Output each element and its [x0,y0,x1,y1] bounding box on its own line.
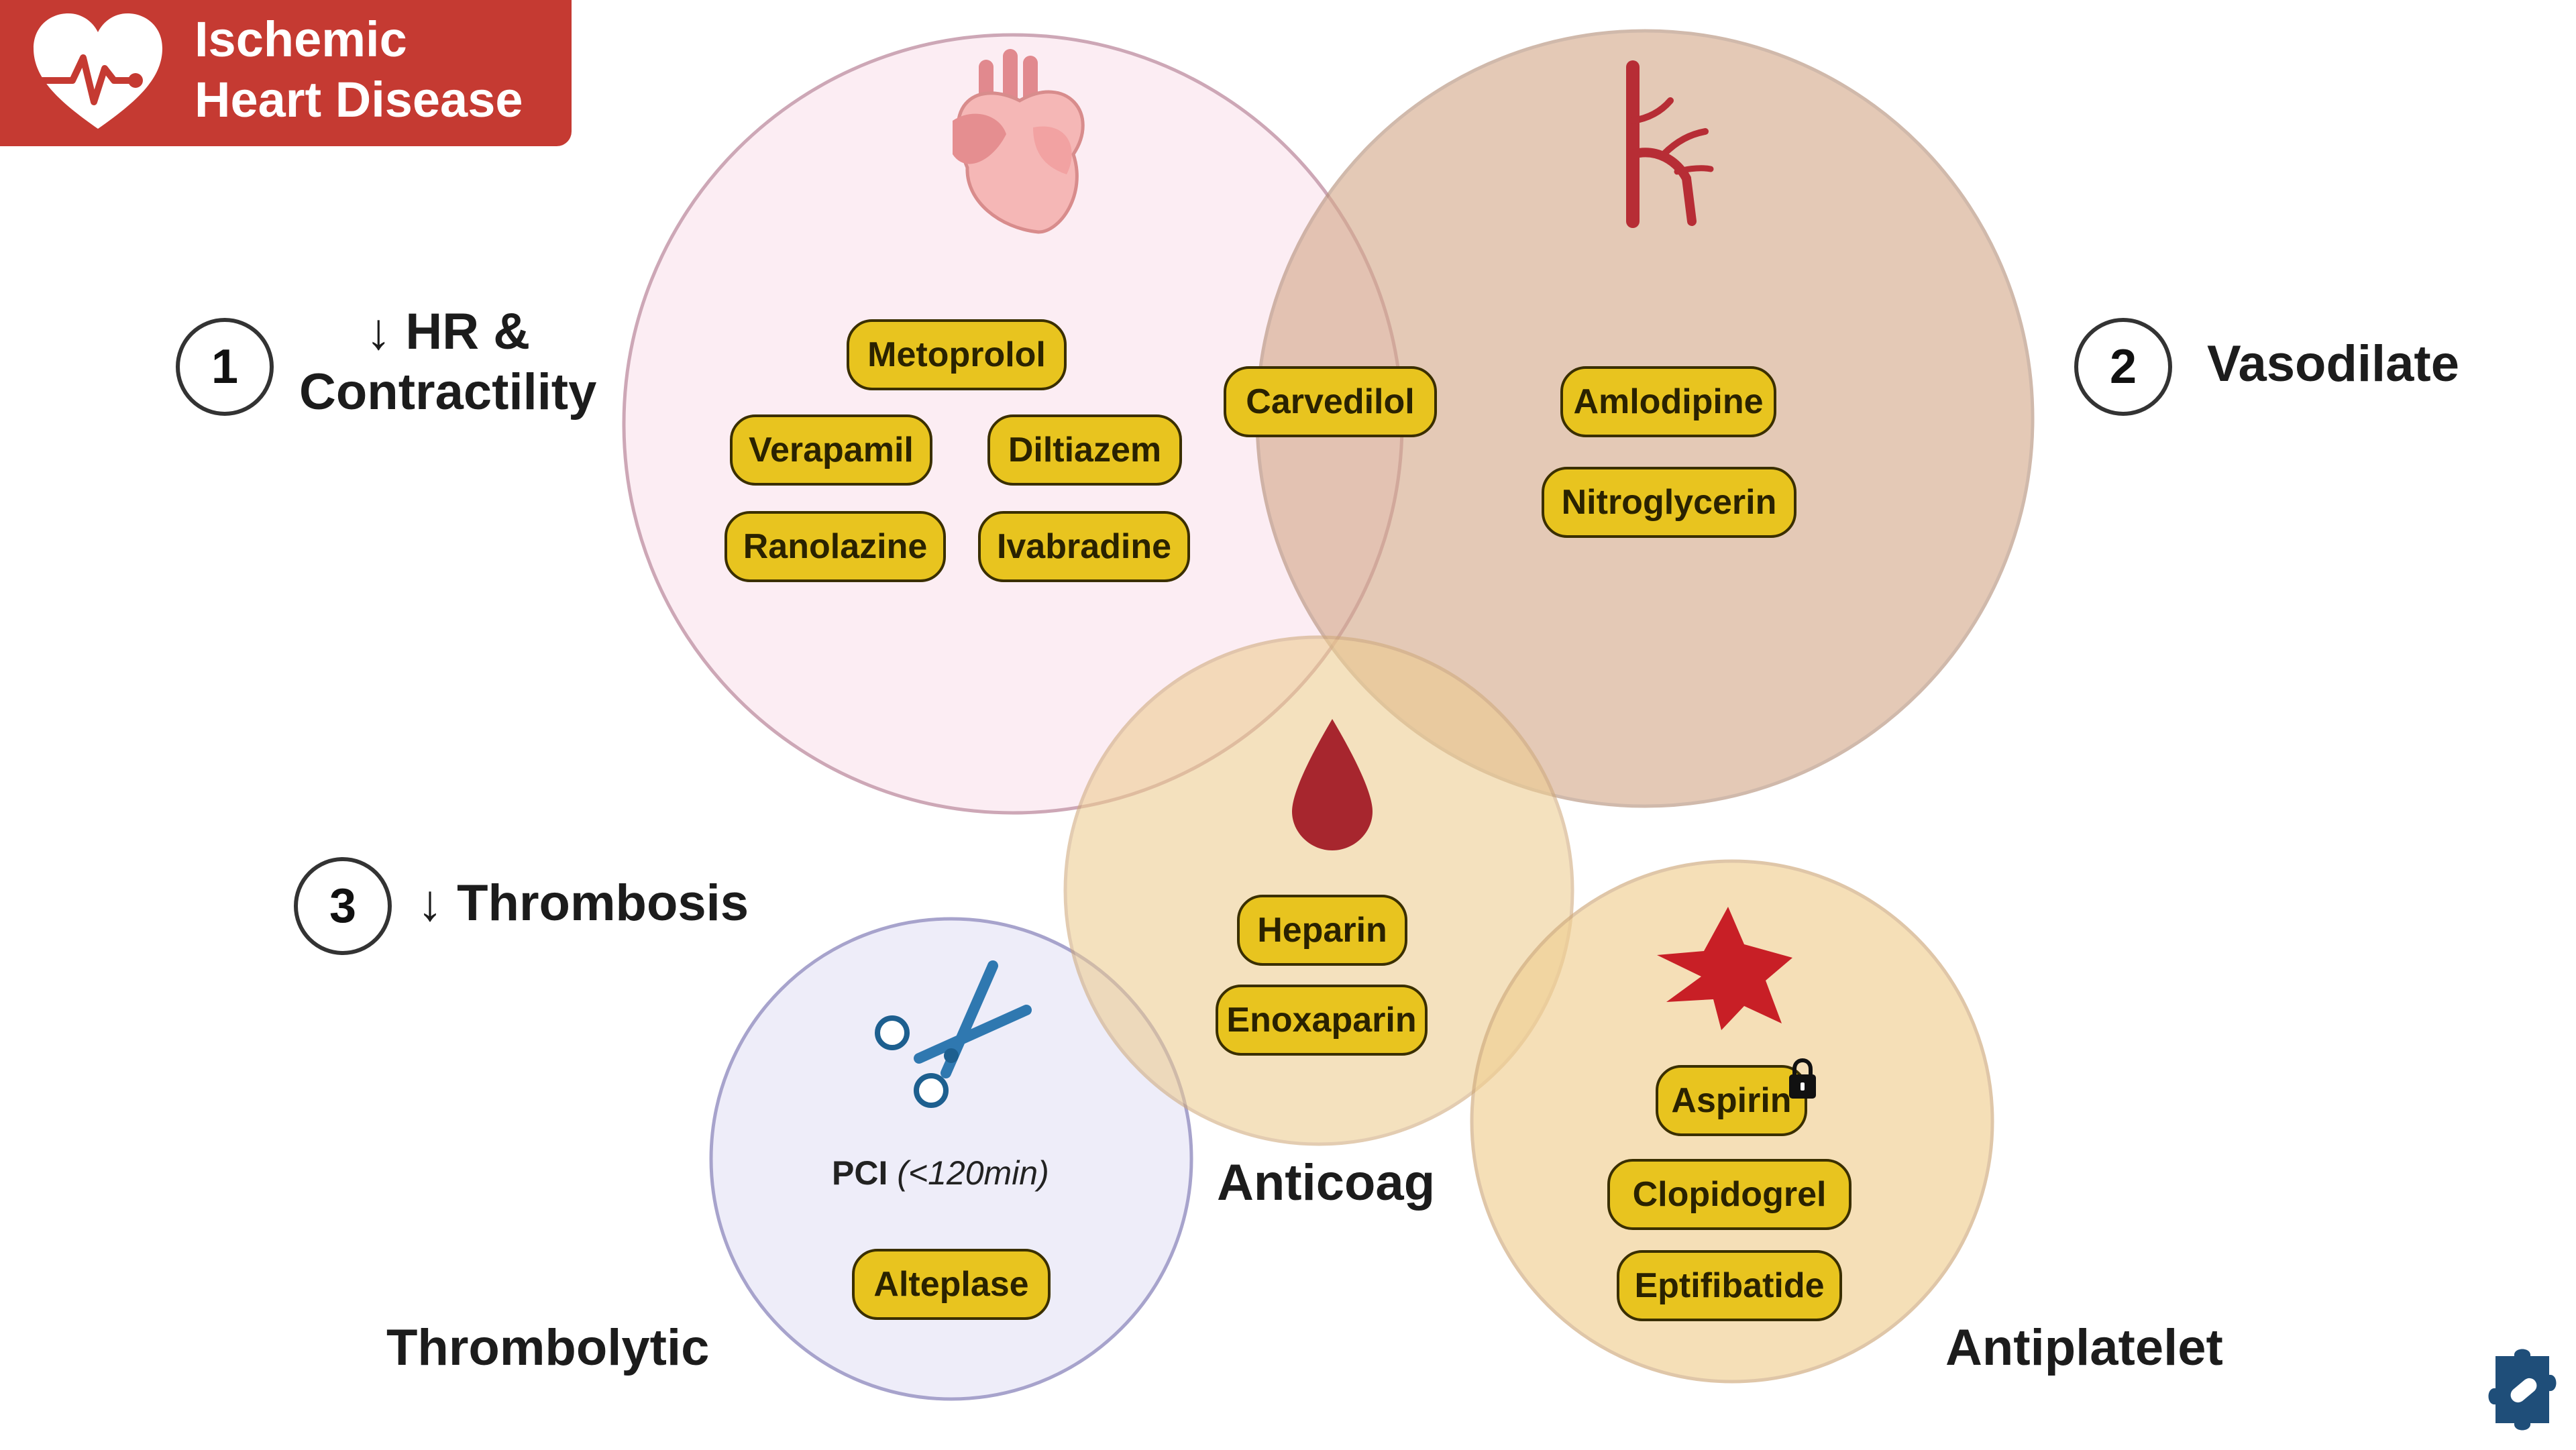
step-1-label: ↓ HR & Contractility [299,302,596,423]
artery-icon [1626,60,1714,228]
pci-text: PCI (<120min) [832,1154,1049,1192]
heart-pulse-icon [34,13,162,129]
lock-icon [1789,1058,1816,1099]
label-anticoag: Anticoag [1217,1154,1436,1211]
drug-carvedilol: Carvedilol [1224,366,1437,437]
drug-diltiazem: Diltiazem [987,414,1182,486]
drug-verapamil: Verapamil [730,414,932,486]
title-line-2: Heart Disease [195,72,523,127]
puzzle-pill-icon [2488,1349,2557,1431]
drug-ranolazine: Ranolazine [724,511,946,582]
step-3-label: ↓ Thrombosis [417,875,749,932]
circle-anticoag [1063,635,1574,1146]
step-1-label-line-1: ↓ HR & [366,303,531,360]
step-2-badge: 2 [2074,318,2172,416]
drug-amlodipine: Amlodipine [1560,366,1776,437]
step-3-badge: 3 [294,857,392,955]
drug-heparin: Heparin [1237,895,1407,966]
platelet-icon [1657,907,1792,1030]
pci-detail: (<120min) [897,1154,1049,1192]
drug-ivabradine: Ivabradine [978,511,1190,582]
drug-alteplase: Alteplase [852,1249,1051,1320]
step-1-label-line-2: Contractility [299,364,597,421]
label-antiplatelet: Antiplatelet [1945,1319,2223,1376]
drug-enoxaparin: Enoxaparin [1216,985,1428,1056]
drug-aspirin: Aspirin [1656,1065,1807,1136]
pci-name: PCI [832,1154,888,1192]
circle-thrombolytic [709,917,1193,1401]
label-thrombolytic: Thrombolytic [386,1319,710,1376]
title-banner: Ischemic Heart Disease [0,0,572,146]
step-1-badge: 1 [176,318,274,416]
heart-icon [953,49,1085,234]
page-title: Ischemic Heart Disease [195,9,523,130]
scissors-icon [875,960,1032,1108]
title-line-1: Ischemic [195,11,407,67]
drug-metoprolol: Metoprolol [847,319,1067,390]
drug-nitroglycerin: Nitroglycerin [1542,467,1796,538]
step-2-label: Vasodilate [2207,335,2459,392]
blood-drop-icon [1292,719,1373,850]
drug-eptifibatide: Eptifibatide [1617,1250,1842,1321]
drug-clopidogrel: Clopidogrel [1607,1159,1851,1230]
